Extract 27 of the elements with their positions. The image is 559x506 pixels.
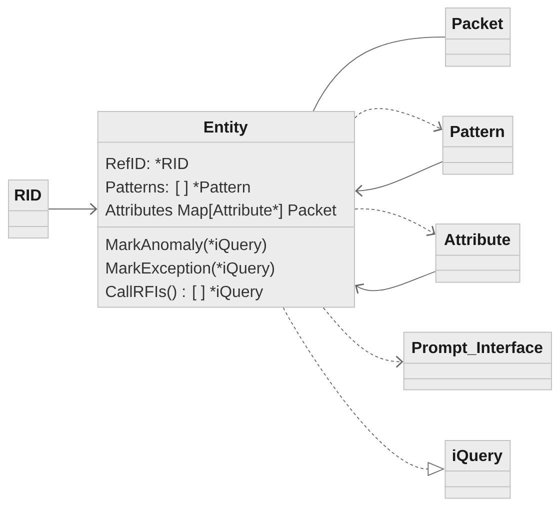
arrow — [355, 161, 443, 197]
arrow — [48, 202, 98, 216]
attribute-text: Patterns: [ ] *Pattern — [106, 180, 250, 196]
class-name: Entity — [204, 120, 248, 136]
class-box — [444, 440, 511, 499]
arrow — [355, 271, 436, 294]
class-box — [8, 180, 49, 238]
class-box — [444, 8, 511, 67]
class-name: Prompt_Interface — [412, 341, 542, 356]
class-box — [442, 116, 514, 175]
attribute-text: RefID: *RID — [106, 157, 188, 170]
class-name: RID — [15, 190, 41, 200]
method-text: CallRFIs() : [ ] *iQuery — [106, 285, 264, 300]
dashed-arrow — [322, 307, 404, 368]
dashed-arrow — [354, 208, 436, 236]
class-name: iQuery — [452, 449, 502, 464]
class-box — [434, 224, 520, 283]
class-name: Packet — [452, 17, 503, 30]
method-text: MarkException(*iQuery) — [106, 262, 274, 277]
method-text: MarkAnomaly(*iQuery) — [106, 238, 266, 254]
connector-line — [312, 36, 446, 112]
dashed-arrow — [354, 108, 442, 132]
class-name: Attribute — [444, 233, 510, 246]
class-name: Pattern — [450, 126, 504, 138]
class-box — [402, 332, 552, 390]
class-box — [96, 111, 355, 308]
attribute-text: Attributes Map[Attribute*] Packet — [105, 204, 336, 219]
